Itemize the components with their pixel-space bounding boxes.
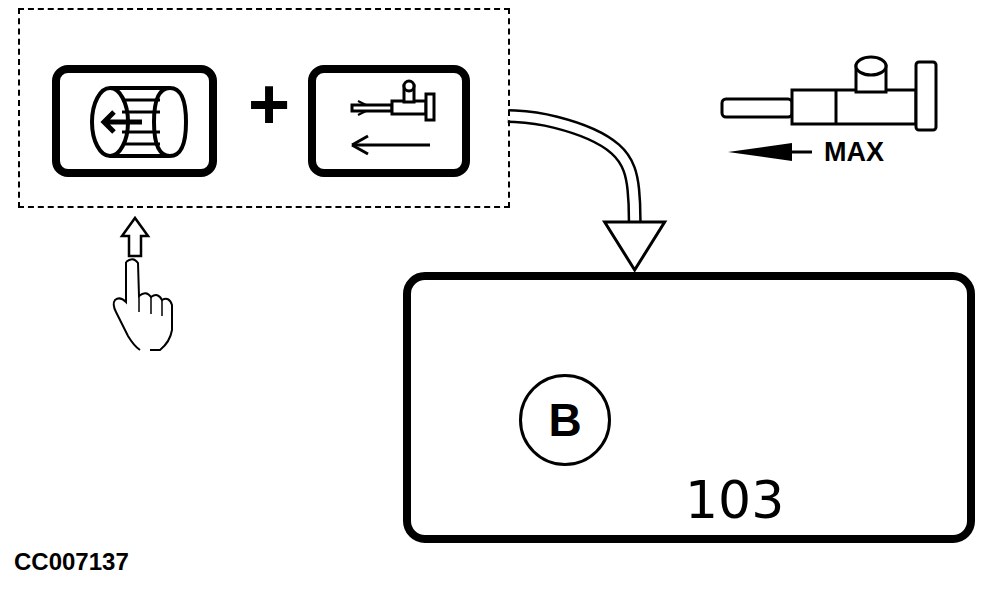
- callout-letter: B: [548, 397, 581, 443]
- display-screen: 103 B: [403, 272, 975, 543]
- actuator-illustration: [722, 57, 936, 130]
- retract-arrow-line: [352, 144, 430, 147]
- display-value: 103: [685, 474, 784, 526]
- arrow-fill: [508, 116, 635, 224]
- figure-id: CC007137: [14, 550, 129, 574]
- callout-circle: B: [519, 374, 611, 466]
- cylinder-button: [56, 69, 213, 173]
- arrow-outline: [508, 116, 635, 224]
- max-arrow-head: [728, 143, 792, 161]
- actuator-icon: [352, 81, 434, 120]
- button-group: +: [18, 8, 510, 208]
- retract-arrow-head: [352, 136, 368, 154]
- hand-fingers: [139, 296, 162, 316]
- plus-sign: +: [248, 68, 290, 140]
- max-arrow-line: [790, 151, 812, 154]
- arrow-head: [605, 222, 665, 270]
- press-arrow: [122, 218, 148, 256]
- max-label: MAX: [824, 139, 884, 166]
- retract-button: [312, 69, 466, 173]
- hollow-flow-arrow: [508, 116, 665, 270]
- cylinder-icon: [92, 88, 186, 156]
- pointing-hand: [114, 259, 172, 350]
